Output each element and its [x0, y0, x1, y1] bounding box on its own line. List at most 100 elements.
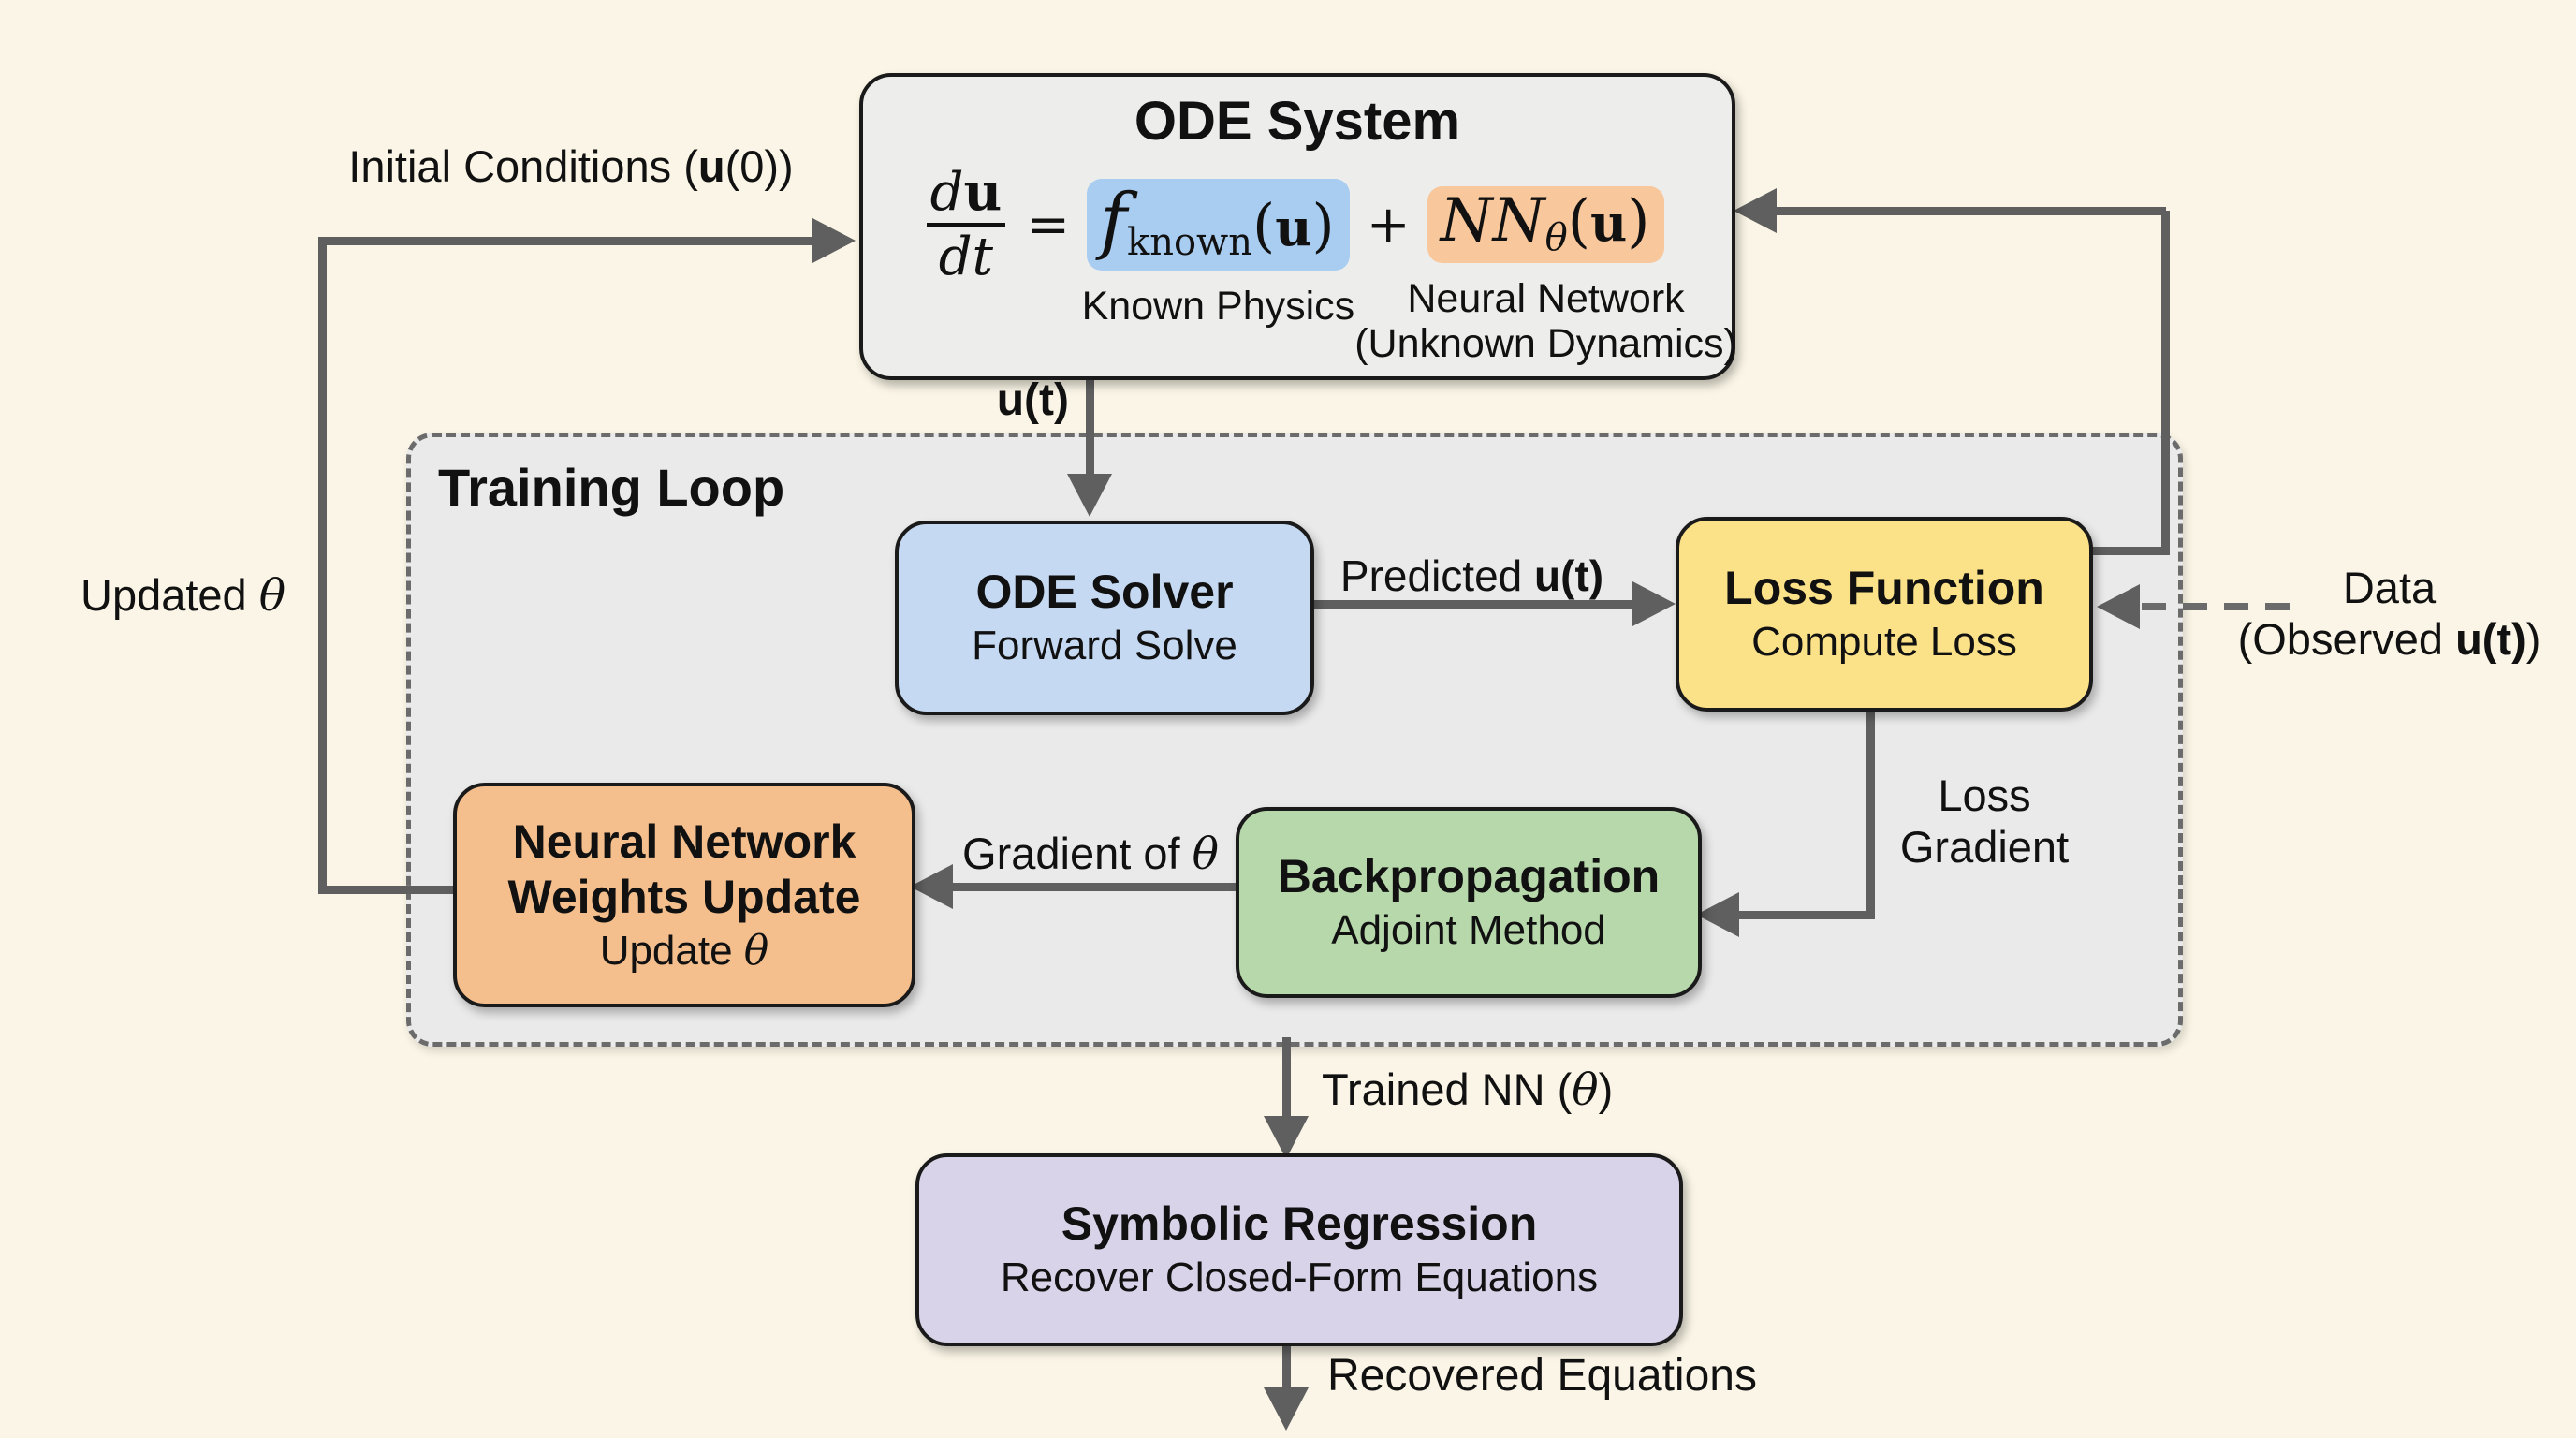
ode-solver-subtitle: Forward Solve [972, 623, 1237, 668]
gradient-of-theta-symbol: θ [1192, 829, 1219, 880]
arrowhead-data-into-loss-icon [2097, 584, 2140, 629]
loss-gradient-line2: Gradient [1899, 822, 2070, 873]
loss-function-subtitle: Compute Loss [1751, 619, 2017, 665]
frac-d: d [929, 162, 964, 223]
trained-nn-theta: θ [1572, 1064, 1599, 1116]
f-symbol: f [1100, 179, 1127, 264]
nn-close-paren: ) [1627, 186, 1650, 256]
predicted-u-t: u(t) [1534, 551, 1604, 600]
fraction-bar [926, 223, 1005, 227]
updated-theta-line-bottom [318, 886, 457, 894]
data-label-line2: (Observed u(t)) [2209, 613, 2569, 665]
equation-fraction: du dt [926, 165, 1005, 288]
predicted-line [1307, 600, 1636, 609]
known-physics-label: Known Physics [1081, 284, 1355, 330]
loss-function-title: Loss Function [1724, 562, 2044, 614]
recovered-equations-label: Recovered Equations [1327, 1350, 1757, 1403]
data-label: Data (Observed u(t)) [2209, 562, 2569, 666]
u-t-label: u(t) [964, 374, 1069, 428]
observed-suffix: ) [2525, 614, 2541, 665]
updated-theta-line-vertical [318, 237, 327, 894]
data-label-line1: Data [2342, 563, 2437, 612]
predicted-text: Predicted [1339, 551, 1535, 600]
training-loop-label: Training Loop [438, 457, 784, 519]
ode-solver-title: ODE Solver [975, 565, 1234, 618]
loss-to-ode-line-top [1775, 207, 2166, 215]
arrowhead-into-weights-icon [910, 864, 953, 909]
observed-text: (Observed [2237, 614, 2456, 665]
weights-update-box: Neural Network Weights Update Update θ [453, 783, 915, 1007]
gradient-of-theta-text: Gradient of [962, 829, 1193, 878]
nn-symbol: NN [1440, 186, 1545, 257]
trained-nn-label: Trained NN (θ) [1322, 1064, 1613, 1116]
loss-gradient-line-horizontal [1739, 911, 1875, 919]
nn-subscript-theta: θ [1544, 216, 1568, 260]
plus-sign: + [1366, 194, 1411, 256]
neural-network-label: Neural Network (Unknown Dynamics) [1354, 276, 1737, 366]
updated-theta-label: Updated θ [80, 569, 285, 622]
fraction-denominator: dt [938, 227, 994, 288]
f-open-paren: ( [1252, 191, 1276, 260]
f-argument: u [1275, 198, 1312, 258]
weights-update-title-line2: Weights Update [507, 870, 861, 923]
update-theta-symbol: θ [743, 926, 769, 975]
gradient-theta-line [951, 883, 1236, 891]
symbolic-regression-box: Symbolic Regression Recover Closed-Form … [915, 1153, 1683, 1346]
recovered-line [1282, 1339, 1291, 1389]
loss-gradient-line1: Loss [1938, 770, 2031, 820]
initial-conditions-label: Initial Conditions (u(0)) [309, 140, 833, 192]
u-t-text: u(t) [996, 375, 1069, 425]
trained-nn-text: Trained NN ( [1322, 1064, 1573, 1114]
updated-theta-symbol: θ [258, 570, 286, 622]
symbolic-regression-subtitle: Recover Closed-Form Equations [1000, 1255, 1599, 1300]
weights-update-title-line1: Neural Network [512, 814, 856, 868]
arrowhead-into-ode-right-icon [1734, 188, 1777, 233]
initial-conditions-text: Initial Conditions ( [348, 141, 698, 191]
fraction-numerator: du [930, 165, 1003, 219]
initial-conditions-line [318, 237, 816, 245]
nn-label-line1: Neural Network [1407, 276, 1685, 322]
predicted-label: Predicted u(t) [1310, 550, 1633, 601]
initial-conditions-u: u [697, 141, 725, 191]
gradient-of-theta-label: Gradient of θ [936, 828, 1245, 880]
backpropagation-title: Backpropagation [1277, 850, 1661, 902]
backpropagation-subtitle: Adjoint Method [1331, 907, 1606, 953]
backpropagation-box: Backpropagation Adjoint Method [1236, 807, 1702, 998]
training-loop-text: Training Loop [438, 458, 785, 517]
equals-sign: = [1026, 194, 1071, 256]
loss-gradient-line-vertical [1866, 704, 1875, 919]
arrowhead-recovered-icon [1264, 1387, 1309, 1431]
data-dashed-line [2142, 603, 2303, 610]
symbolic-regression-title: Symbolic Regression [1061, 1197, 1538, 1250]
loss-function-box: Loss Function Compute Loss [1676, 517, 2093, 712]
nn-label-line2: (Unknown Dynamics) [1354, 321, 1737, 367]
f-close-paren: ) [1311, 191, 1335, 260]
weights-update-subtitle: Update θ [600, 925, 769, 976]
frac-u: u [963, 161, 1003, 223]
loss-gradient-label: Loss Gradient [1891, 770, 2078, 873]
arrowhead-into-loss-icon [1632, 581, 1676, 626]
observed-u-t: u(t) [2455, 614, 2526, 665]
arrowhead-into-solver-icon [1067, 474, 1112, 517]
loss-to-ode-line-bottom [2080, 547, 2170, 555]
f-subscript: known [1126, 221, 1253, 265]
ode-system-title: ODE System [1134, 91, 1461, 152]
nn-argument: u [1589, 193, 1628, 254]
updated-theta-text: Updated [80, 570, 259, 620]
trained-nn-line [1282, 1037, 1291, 1118]
recovered-equations-text: Recovered Equations [1327, 1351, 1757, 1401]
trained-nn-suffix: ) [1598, 1064, 1614, 1114]
update-text: Update [599, 927, 744, 974]
arrowhead-into-ode-left-icon [812, 218, 856, 263]
ode-solver-box: ODE Solver Forward Solve [895, 521, 1314, 715]
nn-open-paren: ( [1567, 186, 1590, 256]
arrowhead-into-backprop-icon [1696, 892, 1739, 937]
loss-to-ode-line-vertical [2161, 211, 2170, 555]
initial-conditions-suffix: (0)) [724, 141, 794, 191]
